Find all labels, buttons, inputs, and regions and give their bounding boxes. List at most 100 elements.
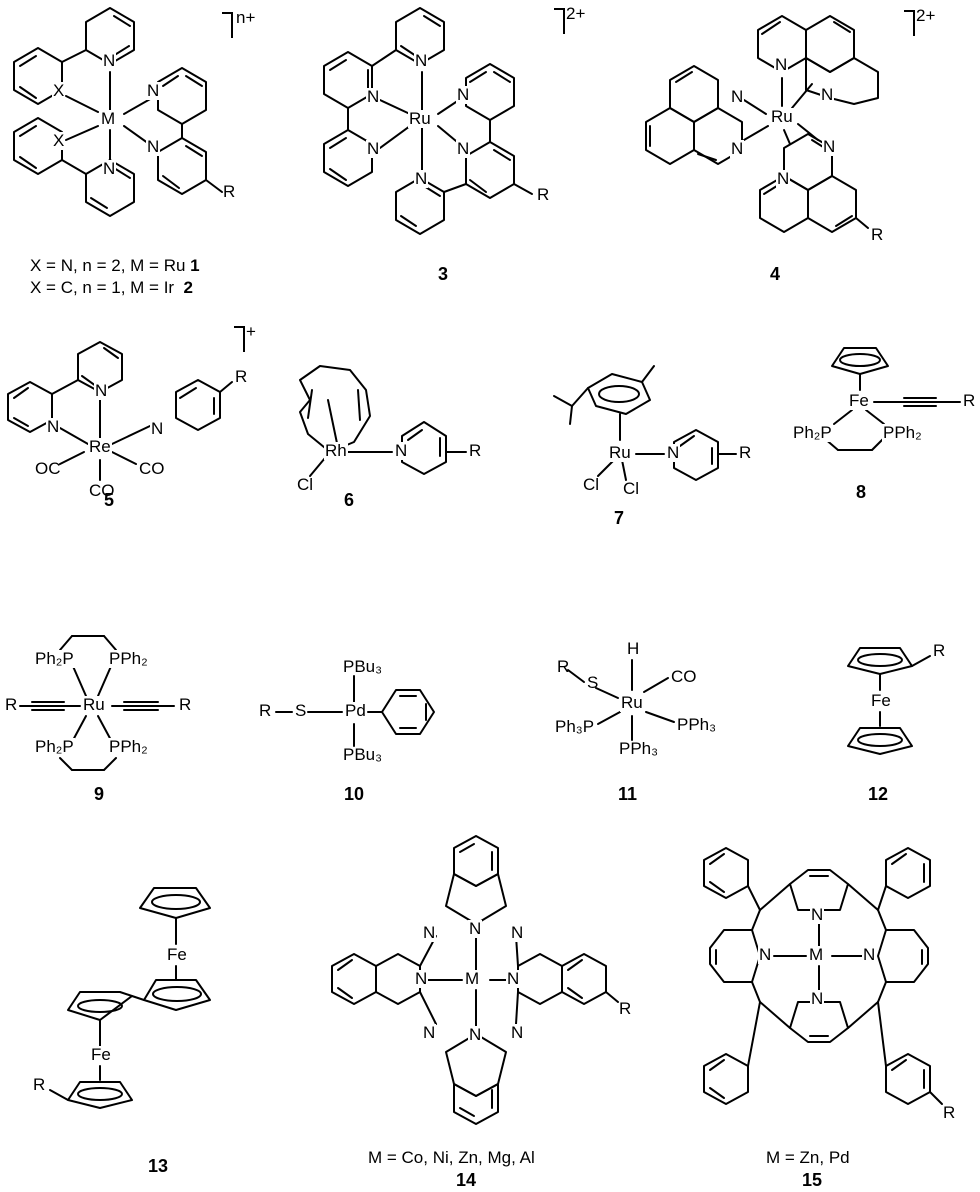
charge-label: + [246,322,256,341]
compound-11-bonds [567,659,675,741]
co-ligand: OC [35,459,61,478]
atom-label: N [146,137,161,156]
substituent-r: R [963,391,976,410]
atom-label: N [150,419,165,438]
atom-label: N [414,51,429,70]
atom-label: N [468,919,483,938]
bracket [234,326,245,352]
substituent-r: R [5,695,18,714]
metal-label: Fe [848,391,870,410]
phosphine-ligand: Ph₃P [555,717,595,736]
atom-label: X [52,131,66,150]
phosphine-ligand: Ph₂P [34,649,75,668]
compound-6-bonds [299,365,467,477]
atom-label: S [295,701,307,720]
atom-label: N [366,139,381,158]
compound-number: 6 [344,490,355,510]
compound-3: N N N Ru N N N R 2+ 3 [310,0,590,300]
metal-label: M [464,969,481,988]
phosphine-ligand: PBu₃ [343,745,383,764]
phosphine-ligand: PPh₃ [619,739,659,758]
atom-label: N [730,87,745,106]
substituent-r: R [943,1103,956,1122]
substituent-r: R [619,999,632,1018]
atom-label: N [394,441,409,460]
metal-label: Rh [324,441,348,460]
compound-9-bonds [19,635,175,771]
compound-number: 13 [148,1156,169,1176]
metal-label: Fe [870,691,892,710]
atom-label: N [422,923,437,942]
charge-label: 2+ [916,6,936,25]
atom-label: N [94,381,109,400]
metal-label: Re [88,437,112,456]
atom-label: N [468,1025,483,1044]
compound-10: R S Pd PBu₃ PBu₃ 10 [250,640,470,810]
atom-label: N [822,137,837,156]
substituent-r: R [33,1075,46,1094]
substituent-r: R [557,657,570,676]
substituent-r: R [179,695,192,714]
compound-15: N N M N N R M = Zn, Pd 15 [680,830,980,1192]
compound-8: Fe R Ph₂P PPh₂ 8 [760,340,980,520]
atom-label: N [414,169,429,188]
atom-label: N [456,85,471,104]
atom-label: X [52,81,66,100]
substituent-r: R [235,367,248,386]
atom-label: N [46,417,61,436]
chloride-ligand: Cl [297,475,314,494]
atom-label: N [810,989,825,1008]
compound-13: Fe Fe R 13 [20,880,240,1180]
atom-label: N [758,945,773,964]
metal-label: Ru [770,107,794,126]
metal-label: Ru [620,693,644,712]
compound-number: 11 [618,784,638,804]
compound-3-bonds [323,7,533,235]
bracket [904,10,915,36]
metal-label: M [808,945,825,964]
compound-caption: M = Zn, Pd [766,1148,850,1167]
metal-label: Pd [344,701,367,720]
metal-label: Ru [608,443,632,462]
atom-label: N [774,55,789,74]
compound-9: Ph₂P PPh₂ R Ru R Ph₂P PPh₂ 9 [0,630,220,810]
atom-label: N [810,905,825,924]
atom-label: N [510,923,525,942]
phosphine-ligand: Ph₂P [792,423,833,442]
compound-2-caption: X = C, n = 1, M = Ir 2 [30,278,194,297]
compound-number: 5 [104,490,115,510]
compound-11: H R S Ru CO Ph₃P PPh₃ PPh₃ 11 [540,630,760,810]
compound-4: N N N N Ru N N R 2+ 4 [640,0,980,300]
compound-1-2-bonds [13,7,223,217]
substituent-r: R [259,701,272,720]
substituent-r: R [871,225,884,244]
compound-8-bonds [823,347,961,451]
charge-label: 2+ [566,4,586,23]
compound-12-bonds [847,647,931,755]
compound-5-lower: Re OC CO CO [0,430,260,500]
substituent-r: R [933,641,946,660]
compound-number: 3 [438,264,449,284]
hydride-ligand: H [627,639,640,658]
atom-label: N [422,1023,437,1042]
atom-label: N [456,139,471,158]
compound-number: 12 [868,784,889,804]
atom-label: N [102,159,117,178]
compound-12: R Fe 12 [800,640,980,810]
compound-7-bonds [553,365,737,481]
atom-label: N [820,85,835,104]
compound-number: 7 [614,508,625,528]
compound-10-bonds [275,675,435,747]
phosphine-ligand: PPh₃ [677,715,717,734]
compound-14-bonds [331,835,619,1125]
compound-6: Rh N Cl R 6 [270,360,500,520]
atom-label: N [102,51,117,70]
bracket [554,8,565,34]
phosphine-ligand: PPh₂ [108,649,149,668]
substituent-r: R [537,185,550,204]
compound-1-caption: X = N, n = 2, M = Ru 1 [30,256,200,275]
compound-13-bonds [49,887,211,1109]
compound-14: N N N N M N N N N R M = Co, Ni, Zn, Mg, … [310,820,640,1192]
co-ligand: CO [139,459,165,478]
compound-4-bonds [645,15,879,233]
